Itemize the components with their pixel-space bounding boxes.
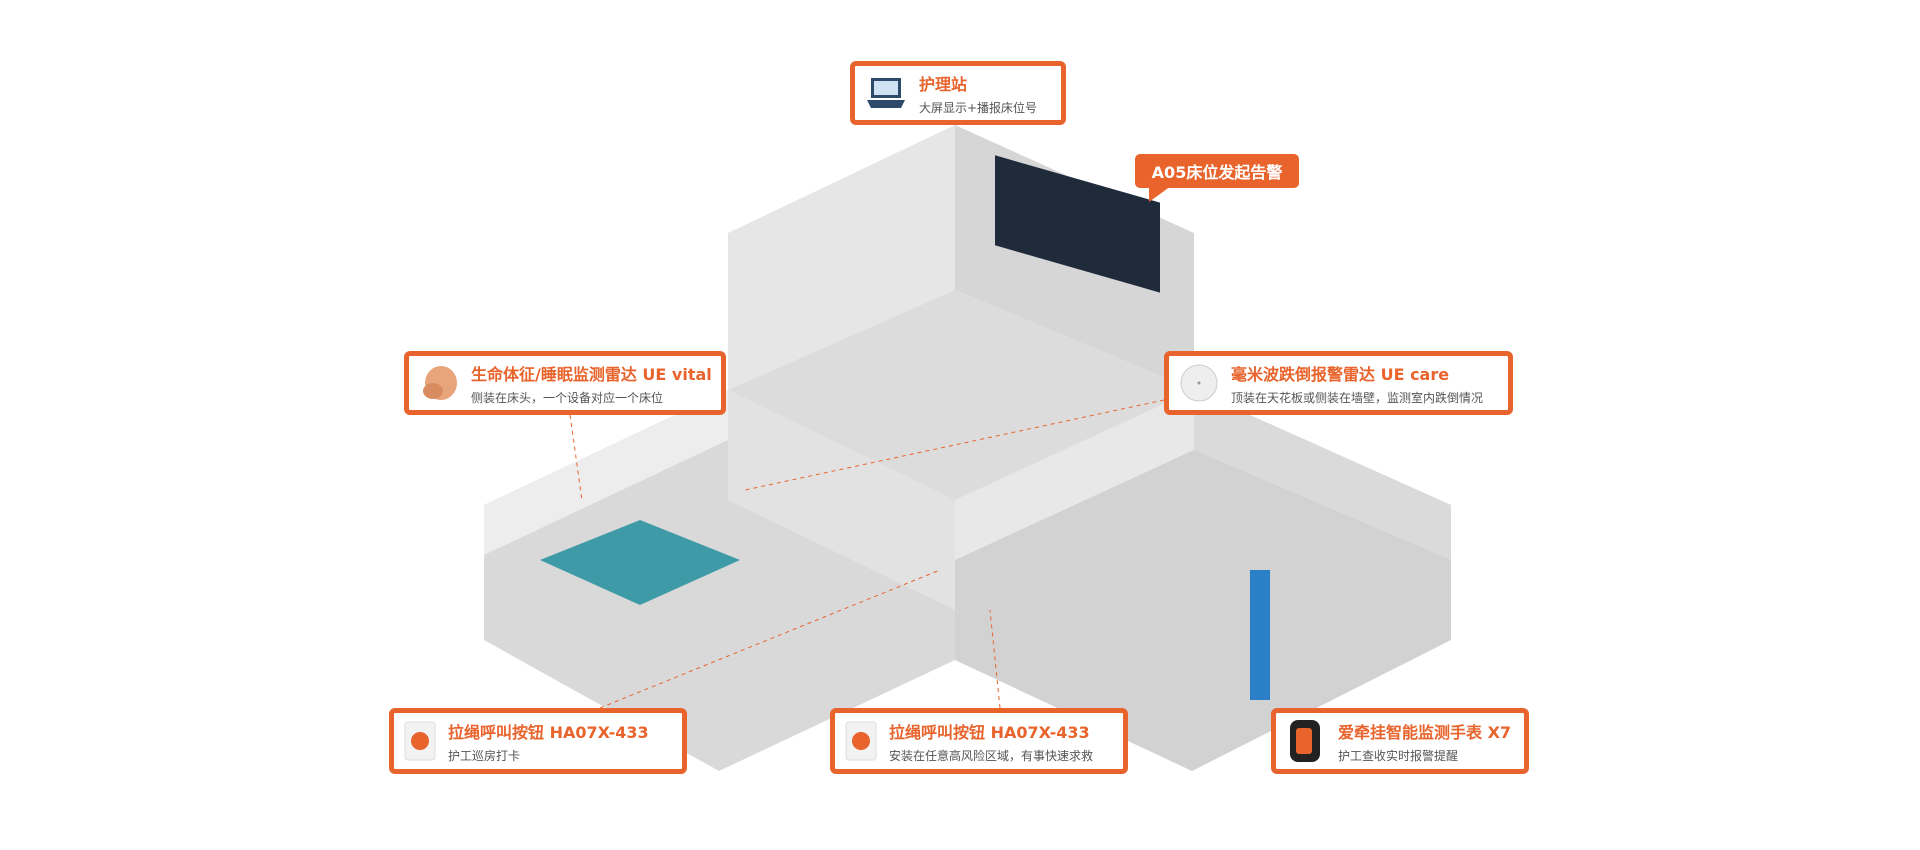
card-title: 毫米波跌倒报警雷达 UE care <box>1231 364 1450 384</box>
connector-line <box>599 569 941 709</box>
bathroom-side-wall <box>1194 390 1451 560</box>
care-radar-card: 毫米波跌倒报警雷达 UE care 顶装在天花板或侧装在墙壁，监测室内跌倒情况 <box>1164 351 1513 415</box>
pull-button-card-2: 拉绳呼叫按钮 HA07X-433 安装在任意高风险区域，有事快速求救 <box>830 708 1128 774</box>
card-title: 爱牵挂智能监测手表 X7 <box>1338 722 1512 742</box>
card-title: 拉绳呼叫按钮 HA07X-433 <box>889 722 1090 742</box>
nurse-figure <box>1250 570 1270 700</box>
card-subtitle: 顶装在天花板或侧装在墙壁，监测室内跌倒情况 <box>1231 390 1484 405</box>
card-title: 拉绳呼叫按钮 HA07X-433 <box>448 722 649 742</box>
card-subtitle: 侧装在床头，一个设备对应一个床位 <box>471 390 664 405</box>
card-subtitle: 护工巡房打卡 <box>448 748 521 763</box>
connector-line <box>989 609 1001 709</box>
bedroom-back-wall <box>484 390 728 555</box>
card-subtitle: 护工查收实时报警提醒 <box>1338 748 1459 763</box>
card-subtitle: 安装在任意高风险区域，有事快速求救 <box>889 748 1094 763</box>
alert-text: A05床位发起告警 <box>1151 163 1283 182</box>
bed <box>540 520 740 605</box>
ceiling-radar-icon <box>1179 363 1219 403</box>
smartwatch-icon <box>1286 718 1326 764</box>
alert-bubble: A05床位发起告警 <box>1135 154 1299 202</box>
nurse-station-left-wall <box>728 125 955 390</box>
card-title: 生命体征/睡眠监测雷达 UE vital <box>471 364 712 384</box>
radar-sensor-icon <box>419 363 459 403</box>
call-button-icon <box>845 721 877 761</box>
card-title: 护理站 <box>919 74 968 94</box>
pull-button-card-1: 拉绳呼叫按钮 HA07X-433 护工巡房打卡 <box>389 708 687 774</box>
laptop-icon <box>865 76 907 110</box>
watch-card: 爱牵挂智能监测手表 X7 护工查收实时报警提醒 <box>1271 708 1529 774</box>
bathroom-back-wall <box>955 390 1194 560</box>
card-subtitle: 大屏显示+播报床位号 <box>919 100 1038 115</box>
vital-radar-card: 生命体征/睡眠监测雷达 UE vital 侧装在床头，一个设备对应一个床位 <box>404 351 726 415</box>
nurse-station-card: 护理站大屏显示+播报床位号 <box>850 61 1066 125</box>
big-screen-display <box>995 155 1160 293</box>
bedroom-side-wall <box>728 390 955 610</box>
connector-line <box>569 414 583 501</box>
call-button-icon <box>404 721 436 761</box>
nurse-station-floor <box>728 290 1194 500</box>
